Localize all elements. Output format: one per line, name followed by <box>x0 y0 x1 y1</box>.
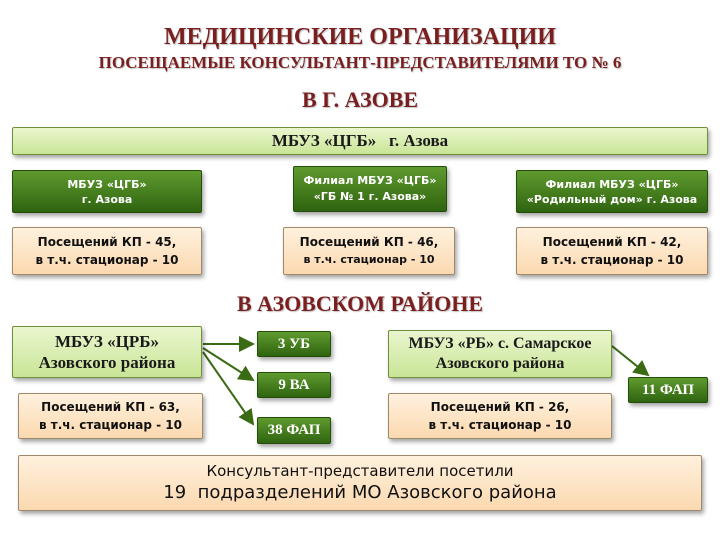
city-branch-2: Филиал МБУЗ «ЦГБ» «ГБ № 1 г. Азова» <box>293 166 447 212</box>
district-crb-visits: Посещений КП - 63, в т.ч. стационар - 10 <box>18 393 203 439</box>
crb-unit-fap: 38 ФАП <box>257 417 331 444</box>
crb-unit-va: 9 ВА <box>257 372 331 398</box>
district-rb-visits: Посещений КП - 26, в т.ч. стационар - 10 <box>388 393 612 439</box>
city-branch-2-name-line2: «ГБ № 1 г. Азова» <box>313 190 427 203</box>
district-rb-name-line2: Азовского района <box>435 355 565 372</box>
city-branch-3-visits-line1: Посещений КП - 42, <box>542 235 682 249</box>
arrow-rb-to-fap <box>611 345 650 377</box>
district-crb-visits-line2: в т.ч. стационар - 10 <box>39 418 182 432</box>
district-rb-name-line1: МБУЗ «РБ» с. Самарское <box>408 335 592 352</box>
district-crb-visits-line1: Посещений КП - 63, <box>41 400 180 414</box>
city-branch-3-name-line2: «Родильный дом» г. Азова <box>526 192 698 206</box>
arrow-crb-to-va <box>202 347 255 382</box>
district-crb: МБУЗ «ЦРБ» Азовского района <box>12 326 202 378</box>
district-rb-visits-line1: Посещений КП - 26, <box>430 400 570 414</box>
city-branch-3-name-line1: Филиал МБУЗ «ЦГБ» <box>545 177 679 191</box>
district-crb-name-line1: МБУЗ «ЦРБ» <box>54 332 159 351</box>
summary-line1: Консультант-представители посетили <box>206 462 514 480</box>
crb-unit-fap-label: 38 ФАП <box>267 422 321 438</box>
city-branch-3: Филиал МБУЗ «ЦГБ» «Родильный дом» г. Азо… <box>516 170 708 213</box>
city-branch-2-name-line1: Филиал МБУЗ «ЦГБ» <box>303 174 437 187</box>
district-rb: МБУЗ «РБ» с. Самарское Азовского района <box>388 330 612 378</box>
city-branch-1: МБУЗ «ЦГБ» г. Азова <box>12 170 202 213</box>
city-branch-2-visits-line1: Посещений КП - 46, <box>299 235 439 249</box>
district-rb-visits-line2: в т.ч. стационар - 10 <box>428 418 572 432</box>
city-branch-1-visits-line1: Посещений КП - 45, <box>37 235 177 249</box>
city-branch-1-name-line1: МБУЗ «ЦГБ» <box>67 177 147 191</box>
district-crb-name-line2: Азовского района <box>38 353 176 372</box>
summary-line2: 19 подразделений МО Азовского района <box>163 482 557 503</box>
city-branch-2-visits: Посещений КП - 46, в т.ч. стационар - 10 <box>283 227 455 275</box>
crb-unit-ub-label: 3 УБ <box>277 335 311 352</box>
city-main-org-label: МБУЗ «ЦГБ» г. Азова <box>271 131 449 150</box>
crb-unit-ub: 3 УБ <box>257 331 331 357</box>
city-branch-1-visits-line2: в т.ч. стационар - 10 <box>35 253 179 267</box>
city-branch-3-visits: Посещений КП - 42, в т.ч. стационар - 10 <box>516 227 708 275</box>
city-branch-1-visits: Посещений КП - 45, в т.ч. стационар - 10 <box>12 227 202 275</box>
city-branch-1-name-line2: г. Азова <box>81 192 133 206</box>
page-title-line2: посещаемые консультант-представителями Т… <box>98 53 622 72</box>
summary-box: Консультант-представители посетили 19 по… <box>18 455 702 511</box>
city-branch-2-visits-line2: в т.ч. стационар - 10 <box>303 253 435 266</box>
district-heading: В Азовском районе <box>236 291 484 316</box>
city-branch-3-visits-line2: в т.ч. стационар - 10 <box>540 253 684 267</box>
city-main-org: МБУЗ «ЦГБ» г. Азова <box>12 127 708 155</box>
rb-unit-fap-label: 11 ФАП <box>642 381 694 398</box>
page-title-line1: Медицинские организации <box>164 24 556 50</box>
crb-unit-va-label: 9 ВА <box>278 376 310 393</box>
arrow-crb-to-fap <box>202 351 255 426</box>
city-heading: В г. Азове <box>301 87 419 112</box>
rb-unit-fap: 11 ФАП <box>628 377 708 403</box>
